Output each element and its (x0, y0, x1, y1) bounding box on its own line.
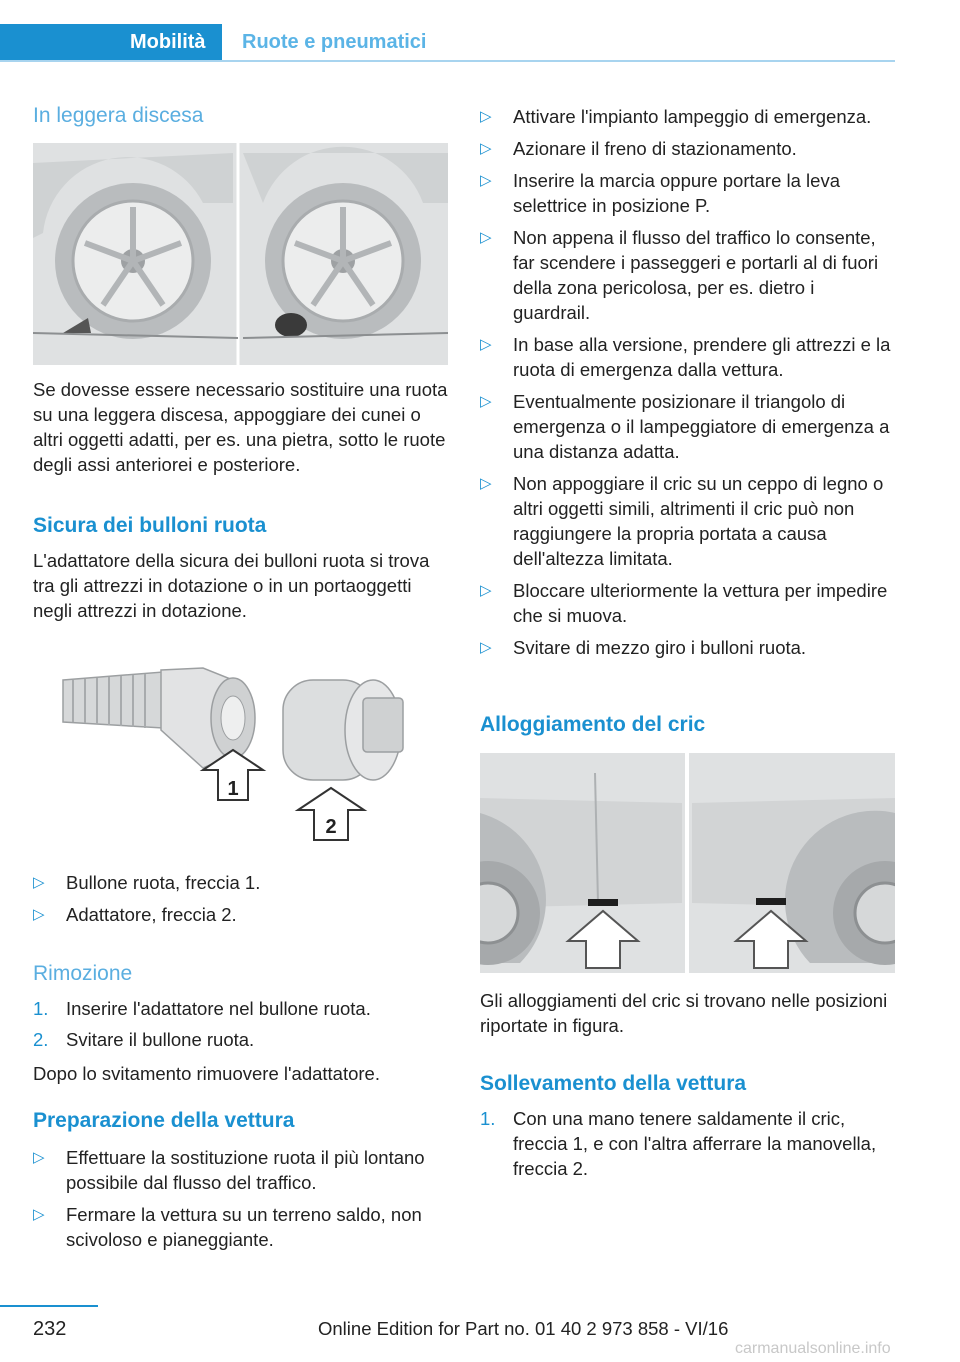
section-title-sicura-bulloni: Sicura dei bulloni ruota (33, 514, 267, 537)
watermark: carmanualsonline.info (735, 1340, 891, 1357)
triangle-bullet-icon: ▷ (33, 1206, 45, 1223)
chapter-tab-bar: Mobilità Ruote e pneumatici (0, 0, 895, 62)
section-title-preparazione: Preparazione della vettura (33, 1109, 295, 1132)
list-item: ▷Non appena il flusso del traffico lo co… (480, 227, 879, 323)
list-preparazione: ▷Effettuare la sostituzione ruota il più… (33, 1145, 448, 1252)
list-item: ▷Eventualmente posizionare il triangolo … (480, 391, 890, 462)
list-item: ▷Fermare la vettura su un terreno saldo,… (33, 1204, 422, 1250)
paragraph-sicura-bulloni: L'adattatore della sicura dei bulloni ru… (33, 550, 430, 621)
page-number: 232 (33, 1318, 67, 1340)
figure-wheel-bolt-adapter: 1 2 (62, 667, 404, 841)
list-item: ▷Inserire la marcia oppure portare la le… (480, 170, 840, 216)
list-item: ▷Svitare di mezzo giro i bulloni ruota. (480, 637, 807, 658)
triangle-bullet-icon: ▷ (480, 336, 492, 353)
list-item: ▷Non appoggiare il cric su un ceppo di l… (480, 473, 884, 569)
list-item: ▷Effettuare la sostituzione ruota il più… (33, 1147, 425, 1193)
triangle-bullet-icon: ▷ (480, 582, 492, 599)
triangle-bullet-icon: ▷ (33, 906, 45, 923)
triangle-bullet-icon: ▷ (480, 639, 492, 656)
triangle-bullet-icon: ▷ (480, 172, 492, 189)
triangle-bullet-icon: ▷ (480, 229, 492, 246)
triangle-bullet-icon: ▷ (480, 393, 492, 410)
section-title-leggera-discesa: In leggera discesa (33, 104, 204, 127)
section-title-sollevamento: Sollevamento della vettura (480, 1072, 747, 1095)
triangle-bullet-icon: ▷ (33, 1149, 45, 1166)
list-item: ▷In base alla versione, prendere gli att… (480, 334, 891, 380)
list-item: 1.Inserire l'adattatore nel bullone ruot… (33, 998, 371, 1019)
tab-ruote-e-pneumatici: Ruote e pneumatici (242, 31, 427, 53)
figure-label-2: 2 (325, 816, 336, 838)
list-rimozione-steps: 1.Inserire l'adattatore nel bullone ruot… (33, 996, 448, 1052)
triangle-bullet-icon: ▷ (33, 874, 45, 891)
list-preparazione-continued: ▷Attivare l'impianto lampeggio di emerge… (480, 104, 895, 660)
list-sollevamento-steps: 1.Con una mano tenere saldamente il cric… (480, 1106, 895, 1181)
triangle-bullet-icon: ▷ (480, 140, 492, 157)
figure-label-1: 1 (227, 778, 238, 800)
paragraph-leggera-discesa: Se dovesse essere necessario sostituire … (33, 379, 448, 475)
footer-rule (0, 1305, 98, 1307)
list-item: 1.Con una mano tenere saldamente il cric… (480, 1108, 877, 1179)
paragraph-alloggiamento-cric: Gli alloggiamenti del cric si trovano ne… (480, 990, 888, 1036)
tab-mobilita: Mobilità (0, 24, 222, 60)
edition-note: Online Edition for Part no. 01 40 2 973 … (318, 1318, 729, 1339)
list-item: ▷Azionare il freno di stazionamento. (480, 138, 797, 159)
triangle-bullet-icon: ▷ (480, 108, 492, 125)
figure-wheels-on-slope (33, 143, 448, 365)
list-item: ▷Attivare l'impianto lampeggio di emerge… (480, 106, 872, 127)
section-title-rimozione: Rimozione (33, 962, 133, 985)
figure-jack-points (480, 753, 895, 973)
triangle-bullet-icon: ▷ (480, 475, 492, 492)
list-item: ▷Bullone ruota, freccia 1. (33, 872, 261, 893)
list-item: ▷Adattatore, freccia 2. (33, 904, 237, 925)
list-item: 2.Svitare il bullone ruota. (33, 1029, 255, 1050)
list-bolt-parts: ▷Bullone ruota, freccia 1. ▷Adattatore, … (33, 870, 448, 927)
list-item: ▷Bloccare ulteriormente la vettura per i… (480, 580, 888, 626)
paragraph-rimozione: Dopo lo svitamento rimuovere l'adattator… (33, 1063, 380, 1084)
section-title-alloggiamento-cric: Alloggiamento del cric (480, 713, 706, 736)
header-rule (0, 60, 895, 62)
